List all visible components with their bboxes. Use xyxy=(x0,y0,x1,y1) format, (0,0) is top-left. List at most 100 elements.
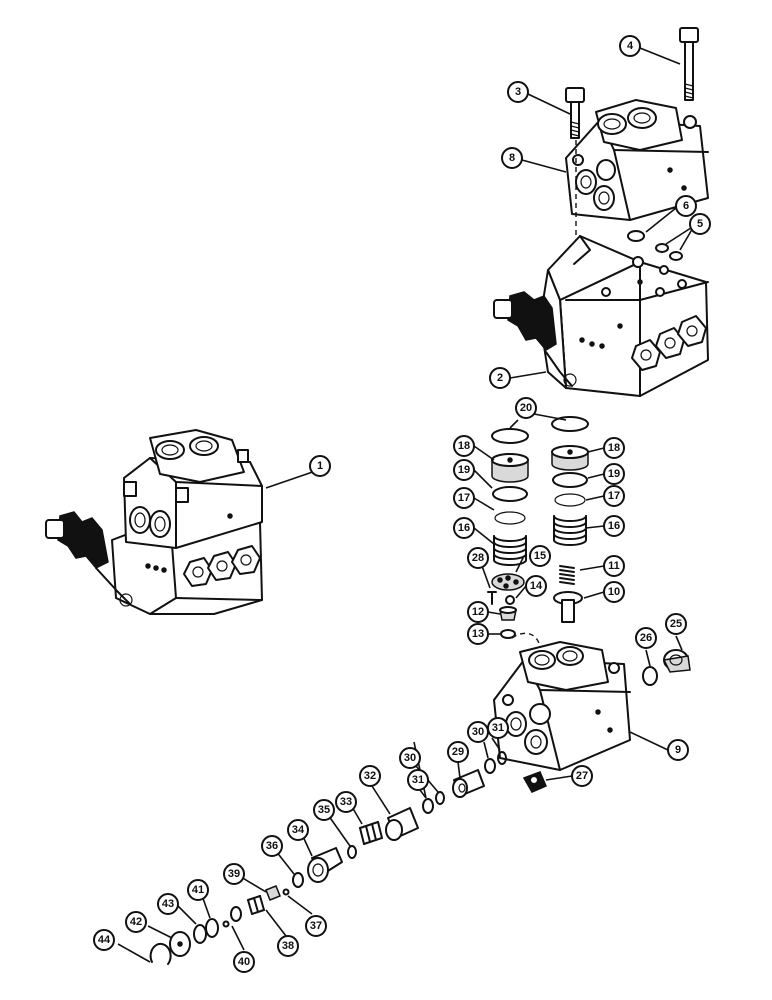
svg-text:29: 29 xyxy=(452,746,464,758)
svg-text:31: 31 xyxy=(412,774,424,786)
svg-text:36: 36 xyxy=(266,840,278,852)
retaining-rings-20 xyxy=(491,416,589,444)
alignment-curve xyxy=(511,632,541,647)
svg-text:37: 37 xyxy=(310,920,322,932)
svg-text:27: 27 xyxy=(576,770,588,782)
callout-11: 11 xyxy=(603,555,625,577)
svg-text:9: 9 xyxy=(675,744,681,756)
callout-1: 1 xyxy=(309,455,331,477)
callout-10: 10 xyxy=(603,581,625,603)
o-ring-13 xyxy=(500,629,516,639)
o-ring-26 xyxy=(642,666,658,686)
svg-text:25: 25 xyxy=(670,618,682,630)
svg-text:33: 33 xyxy=(340,796,352,808)
callout-39: 39 xyxy=(223,863,245,885)
callout-38: 38 xyxy=(277,935,299,957)
callout-12: 12 xyxy=(467,601,489,623)
callout-6: 6 xyxy=(675,195,697,217)
svg-text:17: 17 xyxy=(608,490,620,502)
svg-text:3: 3 xyxy=(515,86,521,98)
ball-14 xyxy=(505,595,515,605)
svg-text:1: 1 xyxy=(317,460,323,472)
bolt-4 xyxy=(679,27,699,101)
svg-text:43: 43 xyxy=(162,898,174,910)
callout-25: 25 xyxy=(665,613,687,635)
svg-text:20: 20 xyxy=(520,402,532,414)
svg-text:40: 40 xyxy=(238,956,250,968)
o-ring-5a xyxy=(655,243,669,253)
callout-42: 42 xyxy=(125,911,147,933)
callout-17-left: 17 xyxy=(453,487,475,509)
svg-text:11: 11 xyxy=(608,560,620,572)
svg-text:44: 44 xyxy=(98,934,111,946)
svg-text:16: 16 xyxy=(608,520,620,532)
svg-text:35: 35 xyxy=(318,804,330,816)
callout-20: 20 xyxy=(515,397,537,419)
callout-33: 33 xyxy=(335,791,357,813)
callout-2: 2 xyxy=(489,367,511,389)
o-rings-19 xyxy=(492,472,588,502)
valve-body-2 xyxy=(493,235,709,397)
callout-29: 29 xyxy=(447,741,469,763)
svg-text:14: 14 xyxy=(530,580,543,592)
callout-44: 44 xyxy=(93,929,115,951)
svg-text:18: 18 xyxy=(458,440,470,452)
bolt-3 xyxy=(565,87,585,139)
cover-section-8 xyxy=(565,99,709,221)
springs-16 xyxy=(493,515,587,566)
callout-30-a: 30 xyxy=(467,721,489,743)
callout-35: 35 xyxy=(313,799,335,821)
svg-text:16: 16 xyxy=(458,522,470,534)
svg-text:10: 10 xyxy=(608,586,620,598)
svg-text:8: 8 xyxy=(509,152,515,164)
callout-19-right: 19 xyxy=(603,463,625,485)
seat-12 xyxy=(499,606,517,621)
callout-31-a: 31 xyxy=(487,717,509,739)
callout-30-b: 30 xyxy=(399,747,421,769)
svg-text:17: 17 xyxy=(458,492,470,504)
callout-3: 3 xyxy=(507,81,529,103)
svg-text:15: 15 xyxy=(534,550,546,562)
callout-13: 13 xyxy=(467,623,489,645)
svg-text:41: 41 xyxy=(192,884,204,896)
pin-28 xyxy=(487,591,497,605)
backup-rings-17 xyxy=(494,493,586,525)
callout-14: 14 xyxy=(525,575,547,597)
svg-text:28: 28 xyxy=(472,552,484,564)
svg-text:32: 32 xyxy=(364,770,376,782)
callout-8: 8 xyxy=(501,147,523,169)
callout-16-right: 16 xyxy=(603,515,625,537)
caps-18 xyxy=(491,445,589,483)
o-ring-5b xyxy=(669,251,683,261)
svg-text:18: 18 xyxy=(608,442,620,454)
svg-text:4: 4 xyxy=(627,40,634,52)
section-body-9 xyxy=(493,641,631,771)
poppet-10 xyxy=(553,591,583,623)
svg-text:26: 26 xyxy=(640,632,652,644)
svg-text:6: 6 xyxy=(683,200,689,212)
plug-25 xyxy=(662,649,691,673)
svg-text:31: 31 xyxy=(492,722,504,734)
callout-4: 4 xyxy=(619,35,641,57)
callout-32: 32 xyxy=(359,765,381,787)
callout-5: 5 xyxy=(689,213,711,235)
svg-text:38: 38 xyxy=(282,940,294,952)
spring-11 xyxy=(559,565,575,585)
callout-31-b: 31 xyxy=(407,769,429,791)
callout-18-left: 18 xyxy=(453,435,475,457)
callout-15: 15 xyxy=(529,545,551,567)
spool-parts xyxy=(149,751,507,965)
svg-text:30: 30 xyxy=(472,726,484,738)
callout-36: 36 xyxy=(261,835,283,857)
callout-37: 37 xyxy=(305,915,327,937)
svg-text:39: 39 xyxy=(228,868,240,880)
svg-text:30: 30 xyxy=(404,752,416,764)
svg-text:34: 34 xyxy=(292,824,305,836)
callout-26: 26 xyxy=(635,627,657,649)
valve-plate-15 xyxy=(491,573,525,591)
nut-27 xyxy=(522,771,547,793)
svg-text:19: 19 xyxy=(608,468,620,480)
callout-27: 27 xyxy=(571,765,593,787)
